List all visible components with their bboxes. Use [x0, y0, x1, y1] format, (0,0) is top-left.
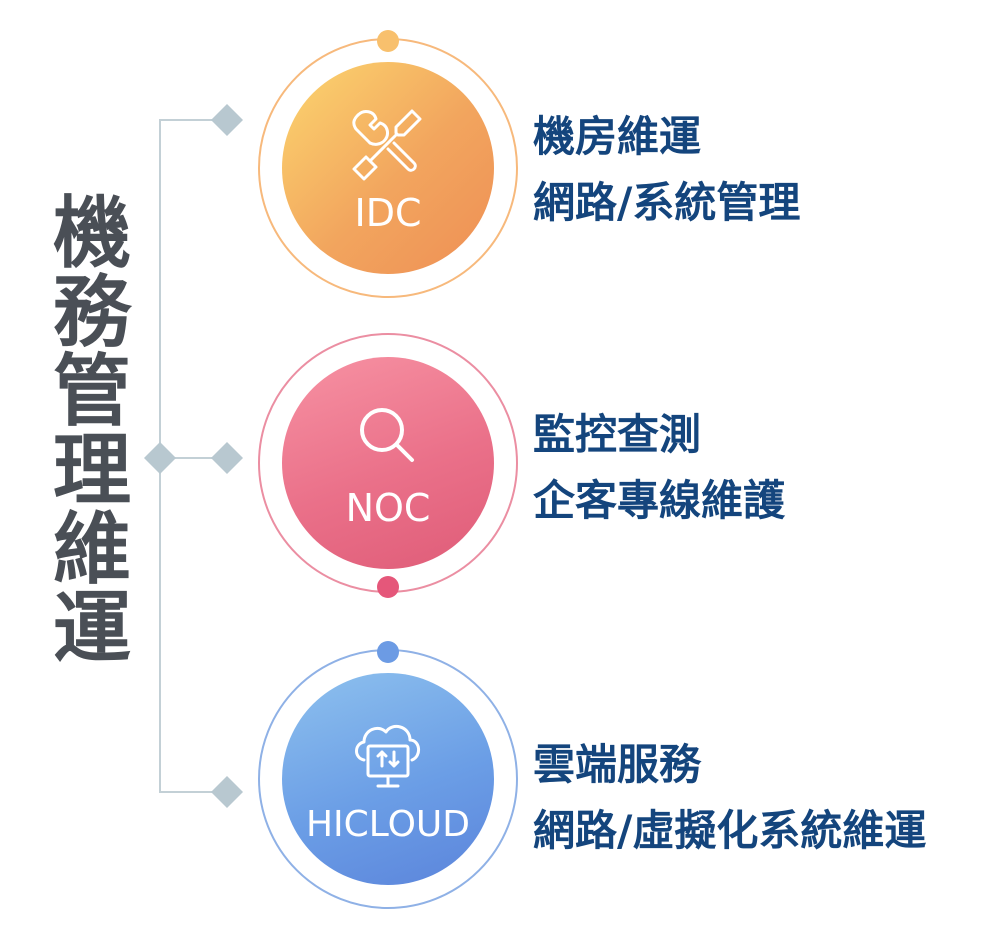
- diamond-marker: [211, 442, 243, 474]
- title-char: 維: [52, 505, 131, 595]
- node-hicloud: HICLOUD: [258, 641, 518, 909]
- description-line: 企客專線維護: [533, 476, 786, 525]
- diamond-marker: [144, 442, 176, 474]
- title-char: 務: [52, 268, 131, 358]
- description-line: 網路/虛擬化系統維運: [533, 806, 927, 855]
- node-circle: HICLOUD: [282, 673, 494, 885]
- node-circle: NOC: [282, 357, 494, 569]
- description-line: 網路/系統管理: [533, 178, 801, 227]
- title-char: 理: [52, 426, 131, 516]
- node-noc: NOC: [258, 333, 518, 598]
- cloud-monitor-icon: [355, 724, 420, 787]
- title-char: 機: [52, 189, 131, 279]
- description-line: 雲端服務: [533, 740, 702, 789]
- description-line: 機房維運: [533, 112, 702, 161]
- node-idc: IDC: [258, 30, 518, 298]
- vertical-title: 機 務 管 理 維 運: [42, 195, 142, 669]
- title-char: 管: [52, 347, 131, 437]
- node-dot: [377, 30, 399, 52]
- node-label: IDC: [354, 191, 422, 235]
- node-dot: [377, 576, 399, 598]
- node-circle: IDC: [282, 62, 494, 274]
- title-char: 運: [52, 584, 131, 674]
- node-label: HICLOUD: [305, 803, 470, 845]
- idc-description: 機房維運 網路/系統管理: [533, 104, 800, 236]
- diamond-marker: [211, 104, 243, 136]
- diamond-marker: [211, 776, 243, 808]
- node-label: NOC: [345, 486, 431, 530]
- hicloud-description: 雲端服務 網路/虛擬化系統維運: [533, 732, 926, 864]
- tools-icon: [352, 109, 422, 181]
- noc-description: 監控查測 企客專線維護: [533, 402, 785, 534]
- node-dot: [377, 641, 399, 663]
- search-icon: [360, 408, 414, 462]
- description-line: 監控查測: [533, 410, 702, 459]
